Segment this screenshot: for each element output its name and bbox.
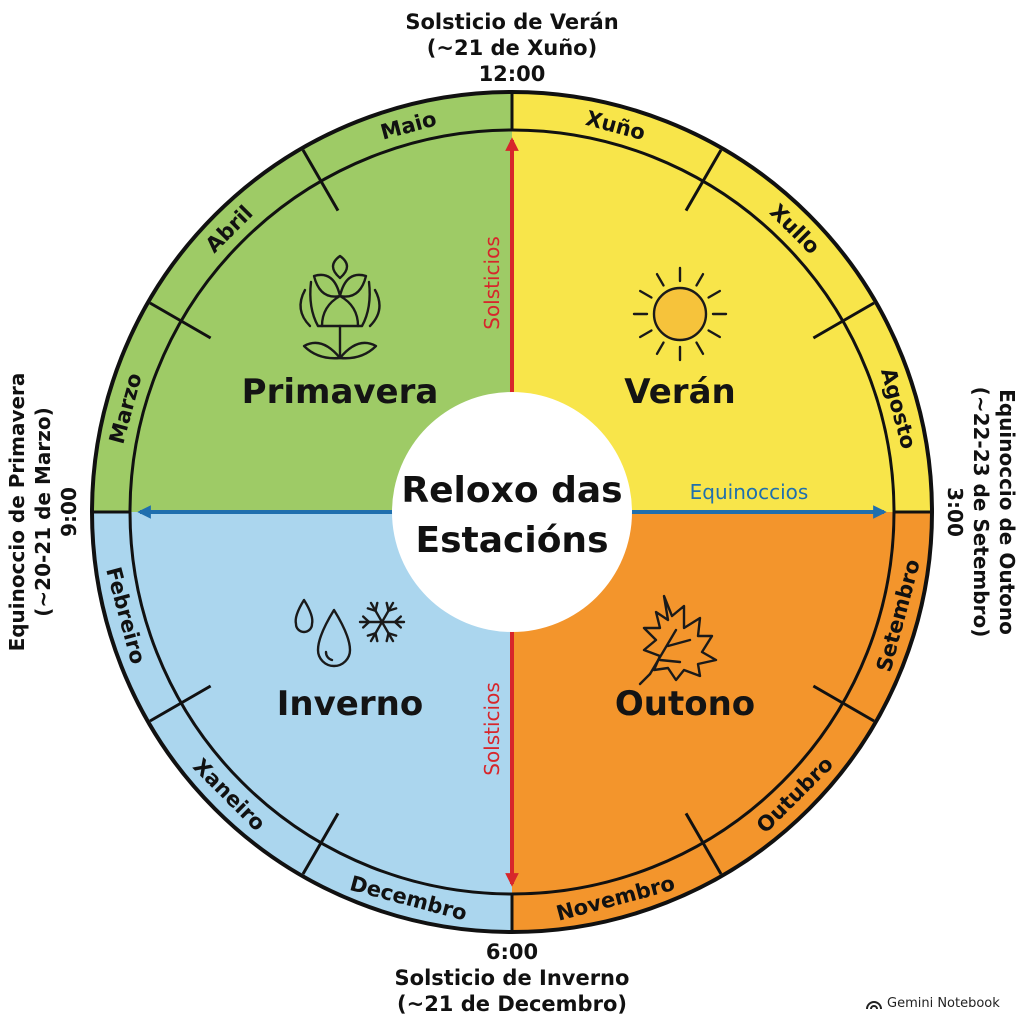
solstice-label-top: Solsticios <box>480 236 504 330</box>
notebook-logo-icon <box>866 1000 882 1009</box>
winter-quadrant <box>92 512 512 932</box>
bottom-solstice-date: (~21 de Decembro) <box>397 992 627 1016</box>
left-clock-time: 9:00 <box>57 487 81 537</box>
month-divider-tick <box>684 812 723 875</box>
bottom-clock-time: 6:00 <box>486 940 538 964</box>
right-equinox-title: Equinoccio de Outono <box>995 389 1019 635</box>
maple-leaf-icon <box>638 594 718 686</box>
left-equinox-title: Equinoccio de Primavera <box>5 373 29 652</box>
season-label-autumn: Outono <box>615 684 755 724</box>
season-label-winter: Inverno <box>277 684 423 724</box>
snowflake-branch <box>387 607 398 612</box>
snowflake-arm <box>380 620 395 643</box>
bottom-solstice-title: Solsticio de Inverno <box>395 966 630 990</box>
sun-ray <box>655 341 665 356</box>
sun-ray <box>638 329 653 339</box>
equinox-label: Equinoccios <box>690 480 809 504</box>
sun-ray <box>638 289 653 299</box>
sun-ray <box>695 272 705 287</box>
center-disc <box>392 392 632 632</box>
brand-label: Gemini Notebook <box>887 996 1000 1011</box>
autumn-quadrant <box>512 512 932 932</box>
right-equinox-date: (~22-23 de Setembro) <box>969 387 993 638</box>
center-title-line2: Estacións <box>416 520 609 561</box>
sun-ray <box>695 341 705 356</box>
top-solstice-date: (~21 de Xuño) <box>427 36 597 60</box>
month-divider-tick <box>301 812 340 875</box>
lotus-flower-icon <box>299 254 381 360</box>
raindrops-snowflake-icon <box>294 598 406 668</box>
sun-ray <box>655 272 665 287</box>
snowflake-branch <box>374 632 379 643</box>
solstice-label-bottom: Solsticios <box>480 682 504 776</box>
month-divider-tick <box>149 684 212 723</box>
snowflake-branch <box>393 620 403 629</box>
snowflake-branch <box>374 601 379 612</box>
season-label-spring: Primavera <box>242 372 439 412</box>
snowflake-arm <box>380 601 395 624</box>
snowflake-arm <box>369 601 384 624</box>
snowflake-branch <box>366 607 377 612</box>
center-title-line1: Reloxo das <box>401 470 622 511</box>
season-label-summer: Verán <box>624 372 735 412</box>
month-divider-tick <box>684 149 723 212</box>
top-solstice-title: Solsticio de Verán <box>405 10 618 34</box>
brand-watermark: Gemini Notebook <box>866 996 1000 1011</box>
sun-ray <box>707 329 722 339</box>
snowflake-branch <box>385 632 390 643</box>
right-clock-time: 3:00 <box>943 487 967 537</box>
snowflake-branch <box>361 615 371 624</box>
month-divider-tick <box>301 149 340 212</box>
month-divider-tick <box>812 301 875 340</box>
snowflake-arm <box>369 620 384 643</box>
snowflake-branch <box>361 620 371 629</box>
snowflake-branch <box>385 601 390 612</box>
snowflake-branch <box>387 632 398 637</box>
summer-quadrant <box>512 92 932 512</box>
month-divider-tick <box>149 301 212 340</box>
snowflake-branch <box>366 632 377 637</box>
month-divider-tick <box>812 684 875 723</box>
top-clock-time: 12:00 <box>479 62 546 86</box>
left-equinox-date: (~20-21 de Marzo) <box>31 407 55 616</box>
sun-ray <box>707 289 722 299</box>
sun-icon <box>632 266 728 362</box>
month-dividers <box>149 149 875 875</box>
snowflake-branch <box>393 615 403 624</box>
